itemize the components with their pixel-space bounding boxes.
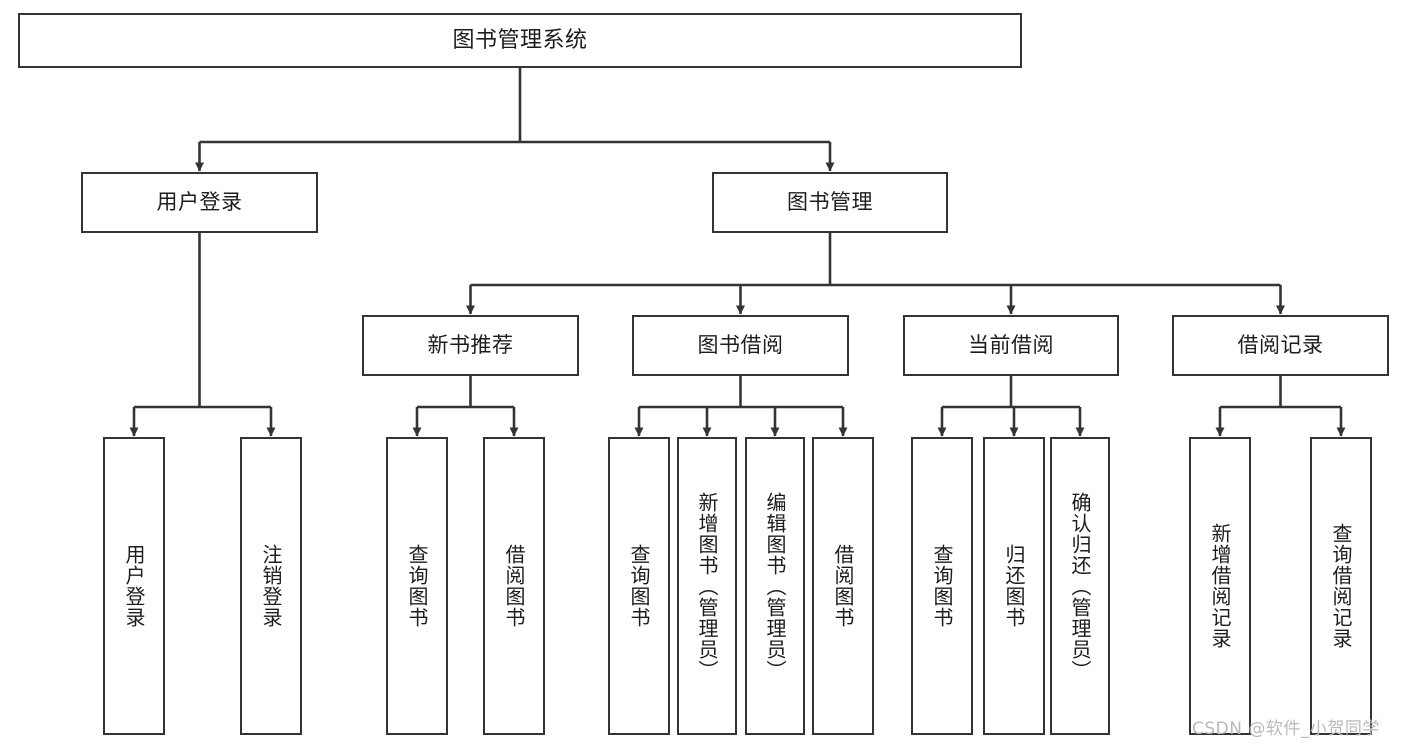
node-label: 新书推荐	[427, 333, 514, 358]
node-leaf-12[interactable]: 新增借阅记录	[1189, 437, 1251, 735]
node-label: 编辑图书（管理员）	[763, 491, 787, 681]
node-label: 查询图书	[930, 544, 954, 628]
node-label: 图书管理系统	[452, 27, 588, 53]
node-label: 当前借阅	[968, 333, 1054, 358]
csdn-watermark: CSDN @软件_小贺同学	[1192, 719, 1380, 739]
node-label: 确认归还（管理员）	[1068, 491, 1092, 681]
node-label: 注销登录	[259, 544, 283, 628]
node-label: 借阅记录	[1237, 333, 1324, 358]
node-label: 图书管理	[787, 190, 873, 215]
node-leaf-1[interactable]: 用户登录	[103, 437, 165, 735]
node-leaf-3[interactable]: 查询图书	[386, 437, 448, 735]
node-label: 借阅图书	[831, 544, 855, 628]
node-label: 新增借阅记录	[1208, 523, 1232, 649]
node-leaf-4[interactable]: 借阅图书	[483, 437, 545, 735]
node-label: 查询图书	[627, 544, 651, 628]
node-book-borrow[interactable]: 图书借阅	[632, 315, 849, 376]
node-borrow-log[interactable]: 借阅记录	[1172, 315, 1389, 376]
node-leaf-13[interactable]: 查询借阅记录	[1310, 437, 1372, 735]
node-root[interactable]: 图书管理系统	[18, 13, 1022, 68]
node-label: 归还图书	[1002, 544, 1026, 628]
node-user-login[interactable]: 用户登录	[81, 172, 318, 233]
node-label: 用户登录	[156, 190, 243, 215]
node-new-rec[interactable]: 新书推荐	[362, 315, 579, 376]
node-label: 新增图书（管理员）	[695, 491, 719, 681]
node-leaf-5[interactable]: 查询图书	[608, 437, 670, 735]
node-leaf-8[interactable]: 借阅图书	[812, 437, 874, 735]
node-cur-borrow[interactable]: 当前借阅	[903, 315, 1119, 376]
node-leaf-2[interactable]: 注销登录	[240, 437, 302, 735]
node-label: 查询图书	[405, 544, 429, 628]
node-leaf-6[interactable]: 新增图书（管理员）	[677, 437, 737, 735]
node-leaf-7[interactable]: 编辑图书（管理员）	[745, 437, 805, 735]
node-label: 借阅图书	[502, 544, 526, 628]
node-leaf-10[interactable]: 归还图书	[983, 437, 1045, 735]
node-label: 用户登录	[122, 544, 146, 628]
node-leaf-9[interactable]: 查询图书	[911, 437, 973, 735]
node-label: 图书借阅	[697, 333, 784, 358]
node-leaf-11[interactable]: 确认归还（管理员）	[1050, 437, 1110, 735]
node-book-mgmt[interactable]: 图书管理	[712, 172, 948, 233]
node-label: 查询借阅记录	[1329, 523, 1353, 649]
